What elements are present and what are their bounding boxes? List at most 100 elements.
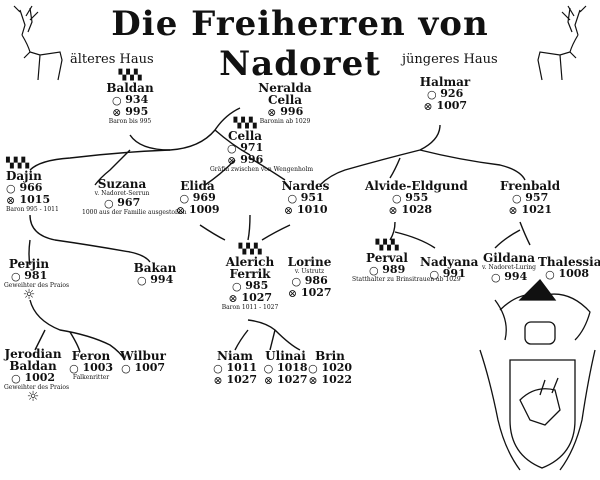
baronial-crown-icon: ▚▚▚ [238, 244, 262, 255]
birth-year: 981 [24, 269, 48, 282]
birth-year: 926 [440, 87, 464, 100]
person-bakan: Bakan ○ 994 [130, 261, 180, 287]
person-name: Brin [315, 349, 345, 363]
birth-year: 994 [504, 270, 528, 283]
person-note: 1000 aus der Familie ausgestoßen [82, 209, 187, 216]
person-name: Nardes [281, 179, 330, 193]
person-name: Neralda [258, 81, 312, 95]
person-note: Geweihter des Praios [4, 384, 70, 391]
person-note: Falkenritter [72, 374, 110, 381]
apple-birth-icon: ○ [231, 280, 242, 293]
person-name: Nadyana [420, 255, 479, 269]
birth-year: 985 [245, 279, 269, 292]
person-alerich: ▚▚▚ Alerich Ferrik ○ 985 ⊗ 1027 Baron 10… [215, 244, 285, 311]
apple-birth-icon: ○ [545, 268, 555, 281]
person-note: Baron bis 995 [108, 118, 152, 125]
death-year: 1021 [521, 203, 553, 216]
crossed-death-icon: ⊗ [308, 374, 318, 387]
person-note: Baronin ab 1029 [259, 118, 311, 125]
person-alvide-eldgund: Alvide-Eldgund ○ 955 ⊗ 1028 [365, 179, 468, 217]
person-note: Statthalter zu Brinsitrauen ab 1029 [352, 276, 461, 283]
death-year: 1007 [436, 99, 468, 112]
person-gildana: Gildana v. Nadoret-Luring ○ 994 [478, 251, 540, 284]
person-name-second: Baldan [9, 359, 57, 373]
person-thalessia: Thalessia ○ 1008 [538, 255, 600, 281]
person-feron: Feron ○ 1003 Falkenritter [66, 350, 116, 381]
death-year: 1022 [321, 373, 353, 386]
apple-birth-icon: ○ [136, 274, 147, 287]
apple-birth-icon: ○ [226, 142, 237, 155]
person-name: Elida [180, 179, 215, 193]
page-title: Die Freiherren von Nadoret [111, 4, 489, 84]
person-name: Perval [366, 251, 408, 265]
person-elida: Elida ○ 969 ⊗ 1009 [170, 179, 225, 217]
birth-year: 1002 [24, 371, 56, 384]
death-year: 1015 [19, 193, 51, 206]
person-name: Lorine [287, 255, 332, 269]
death-year: 1028 [401, 203, 433, 216]
baronial-crown-icon: ▚▚▚ [375, 240, 399, 251]
person-name: Frenbald [500, 179, 561, 193]
baronial-crown-icon: ▚▚▚ [6, 158, 30, 169]
birth-year: 955 [405, 191, 429, 204]
crossed-death-icon: ⊗ [508, 204, 518, 217]
apple-birth-icon: ○ [287, 192, 298, 205]
praios-sun-icon: ☼ [26, 389, 40, 405]
crossed-death-icon: ⊗ [175, 204, 186, 217]
person-subtitle: v. Nadoret-Serrun [94, 190, 150, 197]
person-subtitle: v. Nadoret-Luring [482, 264, 536, 271]
apple-birth-icon: ○ [490, 271, 501, 284]
person-note: Baron 1011 - 1027 [221, 304, 279, 311]
birth-year: 1020 [321, 361, 353, 374]
person-name: Cella [227, 129, 263, 143]
coat-of-arms-icon [479, 279, 596, 471]
death-year: 1009 [188, 203, 220, 216]
person-name: Thalessia [538, 255, 600, 269]
apple-birth-icon: ○ [391, 192, 402, 205]
death-year: 1010 [296, 203, 328, 216]
birth-year: 1018 [276, 361, 308, 374]
person-name: Alvide-Eldgund [365, 179, 468, 193]
apple-birth-icon: ○ [179, 192, 190, 205]
person-note: Baron 995 - 1011 [6, 206, 59, 213]
person-name: Bakan [133, 261, 177, 275]
birth-year: 991 [442, 267, 466, 280]
birth-year: 1008 [558, 267, 590, 280]
baronial-crown-icon: ▚▚▚ [118, 70, 142, 81]
person-name: Gildana [482, 251, 536, 265]
birth-year: 971 [240, 141, 264, 154]
apple-birth-icon: ○ [6, 182, 16, 195]
birth-year: 966 [19, 181, 43, 194]
crossed-death-icon: ⊗ [213, 374, 223, 387]
person-name: Halmar [419, 75, 471, 89]
birth-year: 994 [150, 273, 174, 286]
death-year: 1027 [276, 373, 308, 386]
person-name: Suzana [97, 177, 147, 191]
crossed-death-icon: ⊗ [423, 100, 433, 113]
apple-birth-icon: ○ [10, 270, 21, 283]
death-year: 996 [280, 105, 304, 118]
apple-birth-icon: ○ [121, 362, 131, 375]
person-name: Baldan [106, 81, 154, 95]
person-perjin: Perjin ○ 981 Geweihter des Praios ☼ [4, 257, 70, 302]
person-name-second: Ferrik [229, 267, 271, 281]
birth-year: 967 [117, 196, 141, 209]
apple-birth-icon: ○ [308, 362, 318, 375]
crossed-death-icon: ⊗ [388, 204, 398, 217]
birth-year: 951 [300, 191, 324, 204]
person-name: Perjin [8, 257, 50, 271]
crossed-death-icon: ⊗ [287, 287, 298, 300]
person-lorine: Lorine v. Ustrutz ○ 986 ⊗ 1027 [282, 255, 337, 300]
person-dajin: ▚▚▚ Dajin ○ 966 ⊗ 1015 Baron 995 - 1011 [6, 158, 66, 213]
birth-year: 957 [525, 191, 549, 204]
crossed-death-icon: ⊗ [267, 106, 277, 119]
person-neralda: Neralda Cella ⊗ 996 Baronin ab 1029 [255, 82, 315, 125]
death-year: 995 [125, 105, 149, 118]
person-halmar: Halmar ○ 926 ⊗ 1007 [415, 75, 475, 113]
birth-year: 1007 [134, 361, 166, 374]
person-cella: ▚▚▚ Cella ○ 971 ⊗ 996 Gräfin zwischen vo… [210, 118, 313, 173]
person-note: Geweihter des Praios [4, 282, 70, 289]
section-label-older-house: älteres Haus [70, 52, 154, 67]
death-year: 1027 [241, 291, 273, 304]
person-name: Feron [71, 349, 111, 363]
